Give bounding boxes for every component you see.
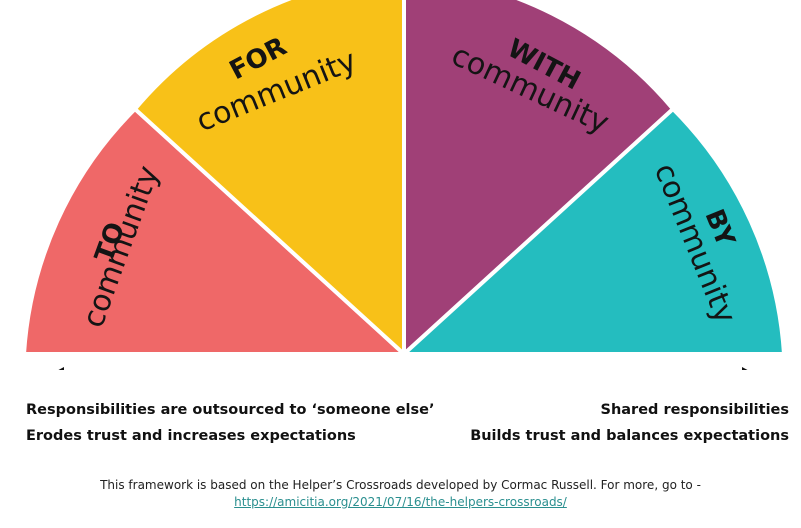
community-engagement-gauge: TO community FOR community WITH communit…	[22, 0, 786, 370]
segment-by-community	[402, 107, 786, 356]
framework-link[interactable]: https://amicitia.org/2021/07/16/the-help…	[234, 495, 567, 509]
left-caption-trust: Erodes trust and increases expectations	[26, 428, 356, 444]
spectrum-arrow	[58, 367, 748, 370]
footer-link-row: https://amicitia.org/2021/07/16/the-help…	[0, 495, 801, 509]
right-caption-trust: Builds trust and balances expectations	[470, 428, 789, 444]
arrow-right-head-icon	[742, 367, 748, 370]
segment-with-community	[402, 0, 675, 356]
segment-to-community	[22, 107, 406, 356]
arrow-left-head-icon	[58, 367, 64, 370]
segment-for-community	[133, 0, 406, 356]
right-caption-responsibilities: Shared responsibilities	[600, 402, 790, 418]
left-caption-responsibilities: Responsibilities are outsourced to ‘some…	[26, 402, 435, 418]
footer-attribution: This framework is based on the Helper’s …	[100, 478, 701, 492]
